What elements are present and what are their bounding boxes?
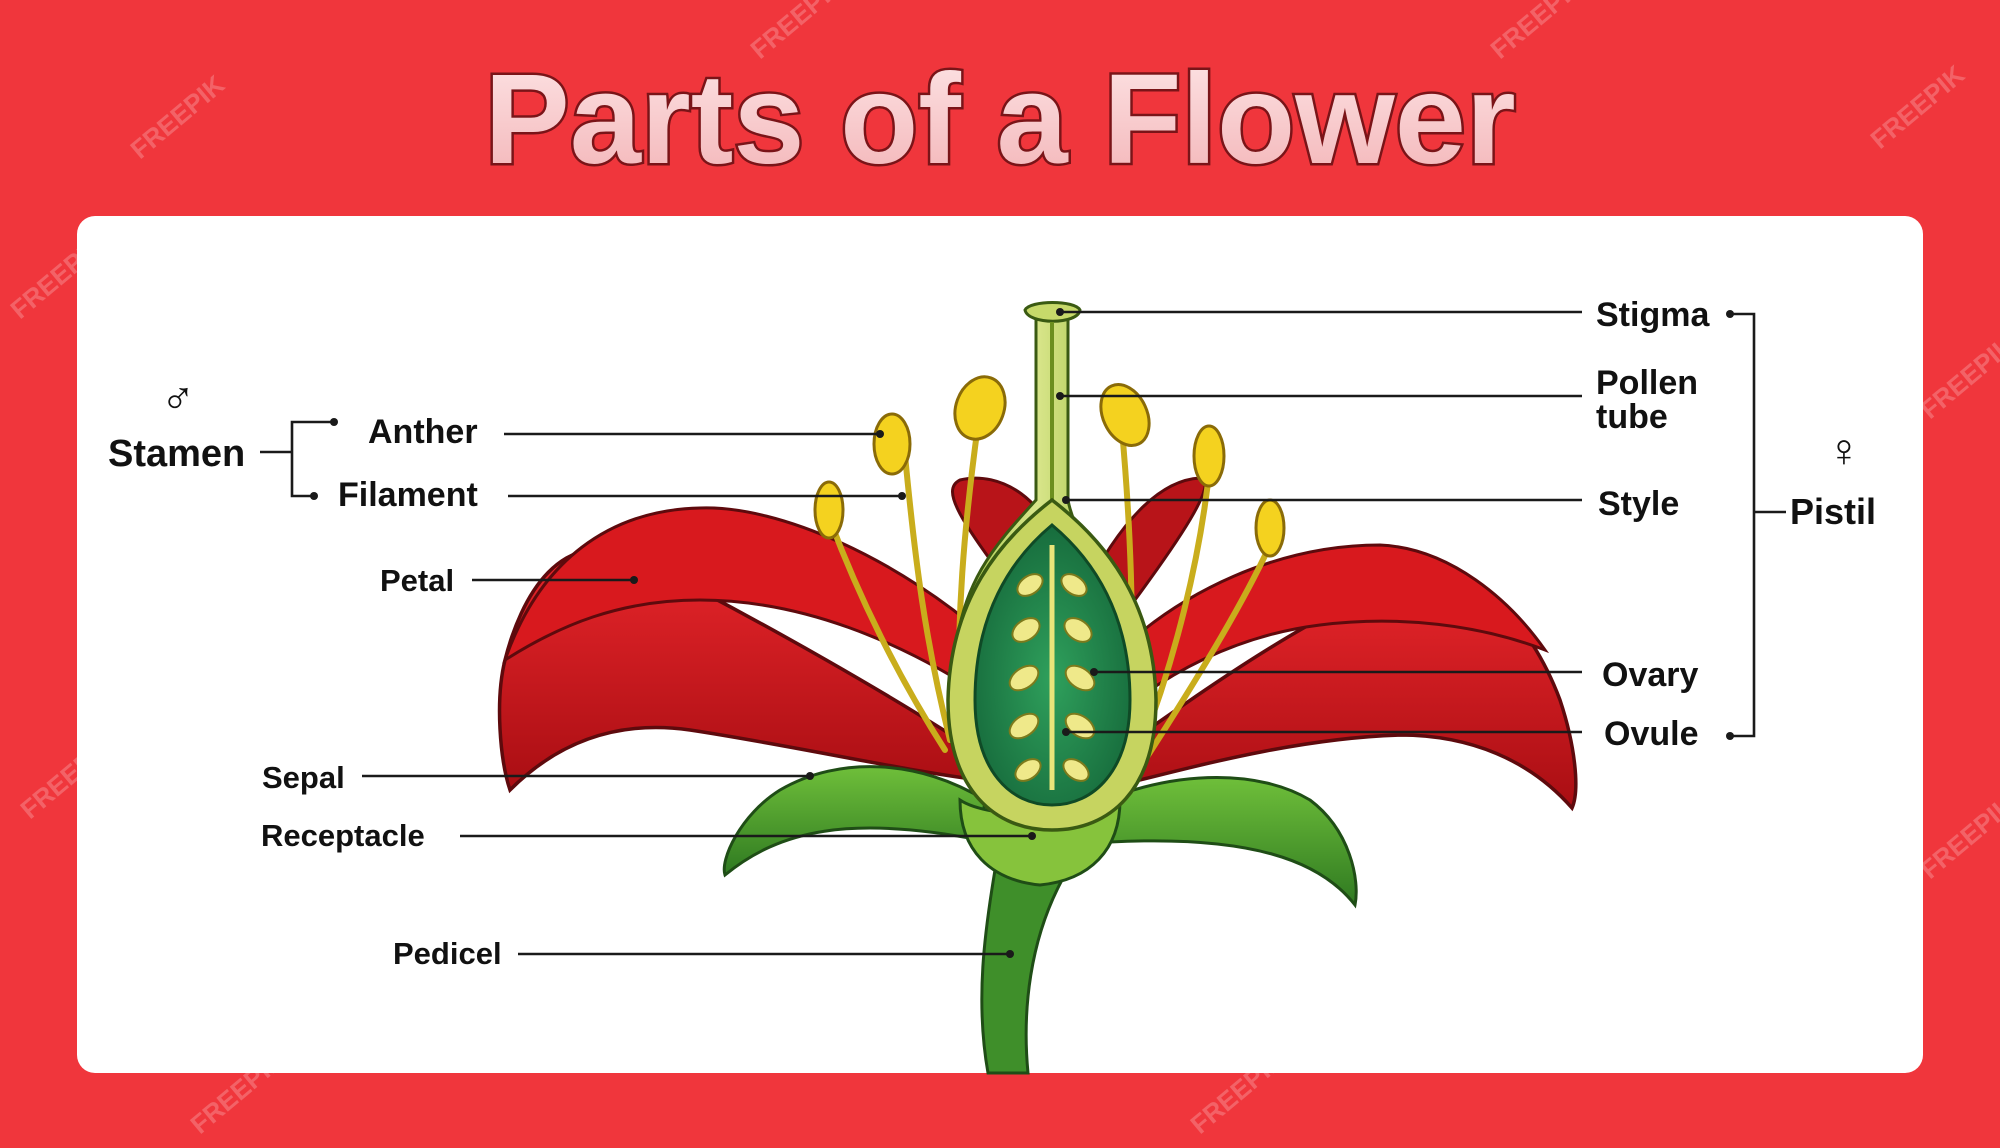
label-style: Style	[1598, 485, 1679, 523]
sepal-right	[1103, 776, 1358, 909]
watermark: FREEPIK	[5, 229, 111, 325]
stamen-symbol: ♂	[161, 370, 196, 422]
label-pollen-tube-line1: Pollen	[1596, 364, 1698, 402]
sepal-left	[722, 765, 987, 878]
watermark: FREEPIK	[185, 1044, 291, 1140]
label-ovule: Ovule	[1604, 715, 1698, 753]
stigma-tip	[1023, 301, 1082, 323]
watermark: FREEPIK	[15, 729, 121, 825]
label-petal: Petal	[380, 563, 454, 598]
watermark: FREEPIK	[1865, 59, 1971, 155]
label-stigma: Stigma	[1596, 296, 1710, 334]
pedicel-stem	[980, 868, 1065, 1075]
label-filament: Filament	[338, 476, 478, 514]
label-stamen: Stamen	[108, 433, 245, 475]
pistil-bracket	[1726, 310, 1786, 740]
label-sepal: Sepal	[262, 760, 345, 795]
watermark: FREEPIK	[1185, 1044, 1291, 1140]
watermark: FREEPIK	[1915, 789, 2000, 885]
label-anther: Anther	[368, 413, 478, 451]
label-pollen-tube-line2: tube	[1596, 398, 1668, 436]
petal-right-fold	[1108, 543, 1550, 724]
ovules	[1008, 573, 1096, 782]
watermark: FREEPIK	[1485, 0, 1591, 65]
title-banner: Parts of a Flower	[482, 46, 1518, 194]
watermark: FREEPIK	[745, 0, 851, 65]
watermark: FREEPIK	[1915, 329, 2000, 425]
leader-lines-left	[362, 430, 1036, 958]
stamen-bracket	[260, 418, 338, 500]
label-pistil: Pistil	[1790, 491, 1876, 532]
watermark: FREEPIK	[125, 69, 231, 165]
leader-lines-right	[1056, 308, 1582, 736]
label-pedicel: Pedicel	[393, 936, 502, 971]
label-ovary: Ovary	[1602, 656, 1698, 694]
pistil-symbol: ♀	[1827, 424, 1862, 476]
label-receptacle: Receptacle	[261, 818, 425, 853]
page-title: Parts of a Flower	[484, 48, 1515, 191]
